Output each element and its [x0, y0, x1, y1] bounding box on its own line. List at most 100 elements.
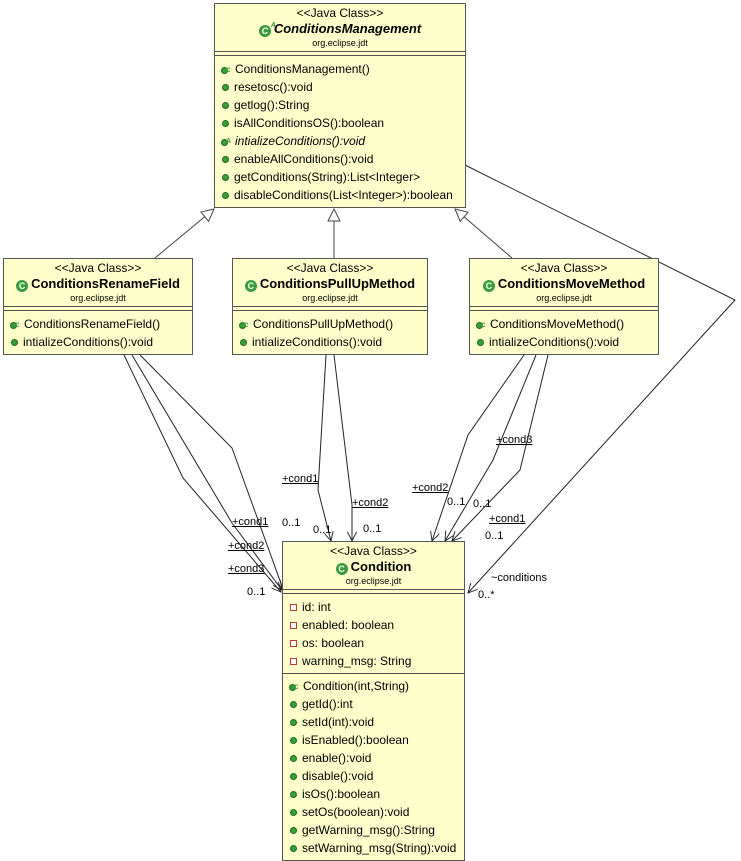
method-row[interactable]: isAllConditionsOS():boolean — [215, 114, 465, 132]
multiplicity-label: 0..1 — [447, 496, 466, 508]
method-row[interactable]: ConditionsManagement() — [215, 60, 465, 79]
method-row[interactable]: Condition(int,String) — [283, 677, 464, 696]
role-label-move-cond2: +cond2 — [412, 482, 449, 494]
method-row[interactable]: getWarning_msg():String — [283, 821, 464, 839]
method-row[interactable]: getlog():String — [215, 96, 465, 114]
method-row[interactable]: intializeConditions():void — [4, 333, 192, 351]
public-method-icon — [290, 718, 297, 726]
class-icon: C — [244, 280, 257, 292]
method-row[interactable]: isEnabled():boolean — [283, 731, 464, 749]
public-method-icon — [222, 191, 229, 199]
public-method-icon — [222, 173, 229, 181]
fields-section: id: int enabled: boolean os: boolean war… — [283, 595, 464, 673]
class-name: CConditionsManagement — [215, 20, 465, 37]
generalization-move-method — [455, 209, 513, 259]
method-row[interactable]: intializeConditions():void — [470, 333, 658, 351]
public-method-icon — [290, 754, 297, 762]
method-row[interactable]: getConditions(String):List<Integer> — [215, 168, 465, 186]
method-row[interactable]: ConditionsRenameField() — [4, 315, 192, 334]
class-icon: C — [258, 20, 276, 37]
method-row[interactable]: disableConditions(List<Integer>):boolean — [215, 186, 465, 204]
public-method-icon — [290, 772, 297, 780]
association-rename-cond1 — [123, 354, 281, 592]
constructor-icon — [476, 316, 485, 334]
method-row[interactable]: enable():void — [283, 749, 464, 767]
public-method-icon — [290, 736, 297, 744]
public-method-icon — [222, 119, 229, 127]
method-row[interactable]: setWarning_msg(String):void — [283, 839, 464, 857]
methods-section: ConditionsMoveMethod() intializeConditio… — [470, 312, 658, 354]
association-rename-cond3 — [139, 354, 283, 589]
generalization-rename-field — [154, 209, 214, 259]
method-row[interactable]: getId():int — [283, 695, 464, 713]
package-label: org.eclipse.jdt — [312, 38, 368, 48]
public-method-icon — [240, 338, 247, 346]
method-row[interactable]: intializeConditions():void — [233, 333, 427, 351]
field-row[interactable]: enabled: boolean — [283, 616, 464, 634]
package-label: org.eclipse.jdt — [302, 293, 358, 303]
role-label-conditions: ~conditions — [491, 572, 547, 584]
public-method-icon — [290, 826, 297, 834]
public-method-icon — [290, 844, 297, 852]
private-field-icon — [290, 639, 297, 647]
multiplicity-label: 0..1 — [363, 523, 382, 535]
method-row[interactable]: setId(int):void — [283, 713, 464, 731]
association-pullup-cond2 — [333, 354, 352, 541]
public-method-icon — [477, 338, 484, 346]
multiplicity-label: 0..1 — [485, 530, 504, 542]
stereotype-label: <<Java Class>> — [330, 544, 417, 558]
field-row[interactable]: os: boolean — [283, 634, 464, 652]
stereotype-label: <<Java Class>> — [286, 261, 374, 275]
abstract-method-icon — [221, 133, 231, 151]
method-row[interactable]: ConditionsMoveMethod() — [470, 315, 658, 334]
class-icon: C — [16, 280, 29, 292]
role-label-pullup-cond1: +cond1 — [282, 473, 319, 485]
public-method-icon — [290, 700, 297, 708]
class-icon: C — [335, 563, 348, 575]
multiplicity-label: 0..1 — [282, 517, 301, 529]
public-method-icon — [290, 808, 297, 816]
role-label-move-cond3: +cond3 — [496, 434, 533, 446]
method-row[interactable]: disable():void — [283, 767, 464, 785]
methods-section: Condition(int,String) getId():int setId(… — [283, 673, 464, 860]
methods-section: ConditionsPullUpMethod() intializeCondit… — [233, 312, 427, 354]
public-method-icon — [222, 83, 229, 91]
role-label-pullup-cond2: +cond2 — [352, 497, 389, 509]
method-row[interactable]: setOs(boolean):void — [283, 803, 464, 821]
stereotype-label: <<Java Class>> — [520, 261, 608, 275]
constructor-icon — [221, 61, 230, 79]
methods-section: ConditionsManagement() resetosc():void g… — [215, 57, 465, 207]
public-method-icon — [222, 101, 229, 109]
constructor-icon — [289, 678, 298, 696]
method-row[interactable]: isOs():boolean — [283, 785, 464, 803]
public-method-icon — [290, 790, 297, 798]
class-conditions-management[interactable]: <<Java Class>> CConditionsManagement org… — [214, 3, 466, 208]
multiplicity-label: 0..* — [478, 589, 495, 601]
package-label: org.eclipse.jdt — [70, 293, 126, 303]
method-row[interactable]: ConditionsPullUpMethod() — [233, 315, 427, 334]
stereotype-label: <<Java Class>> — [296, 6, 384, 20]
association-conditions — [464, 164, 736, 593]
package-label: org.eclipse.jdt — [536, 293, 592, 303]
class-icon: C — [482, 280, 495, 292]
role-label-rename-cond1: +cond1 — [232, 516, 269, 528]
private-field-icon — [290, 603, 297, 611]
field-row[interactable]: warning_msg: String — [283, 652, 464, 670]
private-field-icon — [290, 621, 297, 629]
method-row[interactable]: intializeConditions():void — [215, 132, 465, 151]
field-row[interactable]: id: int — [283, 598, 464, 616]
public-method-icon — [222, 155, 229, 163]
method-row[interactable]: enableAllConditions():void — [215, 150, 465, 168]
role-label-move-cond1: +cond1 — [489, 513, 526, 525]
method-row[interactable]: resetosc():void — [215, 78, 465, 96]
stereotype-label: <<Java Class>> — [54, 261, 142, 275]
role-label-rename-cond3: +cond3 — [228, 563, 265, 575]
multiplicity-label: 0..1 — [313, 524, 332, 536]
